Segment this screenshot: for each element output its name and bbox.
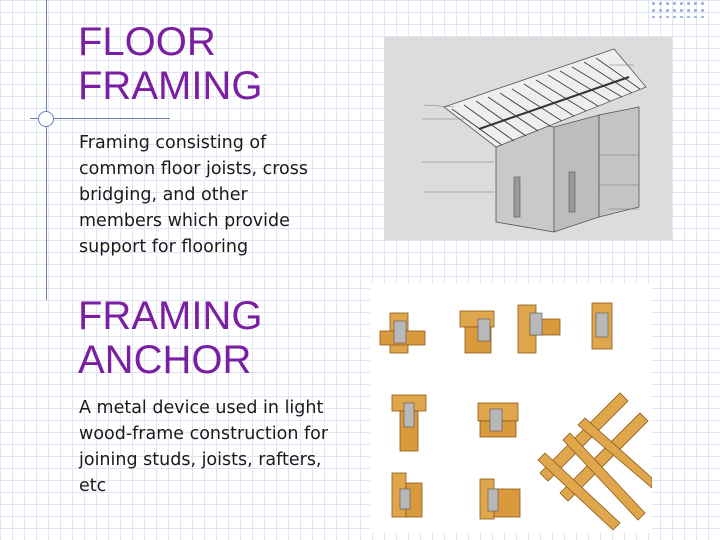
definition-line: bridging, and other [79,185,248,205]
decorative-vertical-line [46,0,47,300]
definition-line: etc [79,476,107,496]
floor-framing-definition: Framing consisting of common floor joist… [79,130,379,260]
framing-anchor-illustration [370,283,653,533]
definition-line: wood-frame construction for [79,424,329,444]
floor-framing-illustration [384,37,672,240]
definition-line: A metal device used in light [79,398,324,418]
heading-line: FLOOR [78,20,216,64]
heading-line: FRAMING [78,64,263,108]
definition-line: common floor joists, cross [79,159,309,179]
decorative-horizontal-line [30,118,170,119]
framing-anchor-definition: A metal device used in light wood-frame … [79,395,379,499]
definition-line: joining studs, joists, rafters, [79,450,322,470]
heading-framing-anchor: FRAMING ANCHOR [78,294,262,382]
decorative-circle [38,111,54,127]
definition-line: members which provide [79,211,290,231]
definition-line: Framing consisting of [79,133,267,153]
heading-line: ANCHOR [78,338,252,382]
decorative-dot-pattern [650,0,706,18]
heading-floor-framing: FLOOR FRAMING [78,20,262,108]
heading-line: FRAMING [78,294,263,338]
definition-line: support for flooring [79,237,249,257]
